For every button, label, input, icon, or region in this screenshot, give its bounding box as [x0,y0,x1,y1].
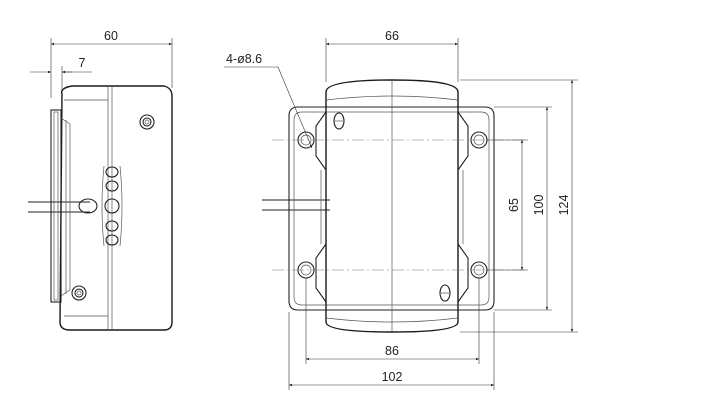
height-mid-label: 100 [532,195,546,216]
side-view-body [59,85,173,331]
bracket-inner-width-label: 86 [385,344,399,358]
side-offset-label: 7 [79,56,86,70]
front-view-body [325,79,459,333]
side-view-screw-top [139,114,155,130]
side-view-bracket [50,109,71,303]
body-width-label: 66 [385,29,399,43]
height-inner-label: 65 [507,198,521,212]
bracket-overall-width-label: 102 [382,370,403,384]
side-offset-dimension [30,66,92,90]
bracket-clips [315,111,469,303]
front-view-cable [262,199,330,211]
front-view-screw-top [333,112,345,130]
side-view-indicators [101,165,123,247]
front-view-screw-bottom [439,284,451,302]
side-width-label: 60 [104,29,118,43]
height-mid-dimension [494,106,552,311]
height-inner-dimension [486,139,528,271]
height-overall-label: 124 [557,195,571,216]
front-view: 66 4-ø8.6 65 100 124 [224,29,578,390]
side-width-dimension [50,38,173,98]
height-overall-dimension [460,79,578,333]
bracket-inner-width-dimension [305,278,480,364]
bracket-overall-width-dimension [288,312,495,390]
side-view-screw-bottom [71,285,87,301]
body-width-dimension [325,38,459,82]
center-lines [272,139,526,271]
side-view: 60 7 [28,29,173,331]
hole-callout-leader [224,66,313,149]
hole-callout-label: 4-ø8.6 [226,52,262,66]
side-view-cable [28,198,98,214]
front-view-bracket [288,106,495,311]
